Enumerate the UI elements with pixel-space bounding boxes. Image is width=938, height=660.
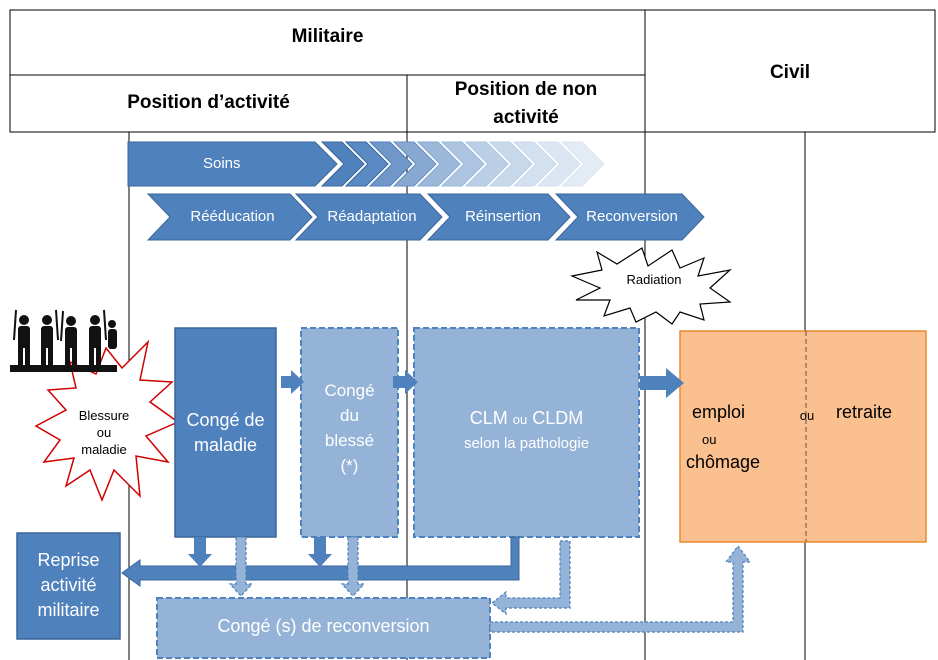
soldiers-silhouette [10,309,117,372]
clm-line1: CLM ou CLDM [414,406,639,432]
conge-blesse-box [300,327,399,538]
reconversion-box [156,597,491,659]
reprise-line2: activité [40,575,97,595]
clm-sub-text: selon la pathologie [463,435,590,452]
blessure-label-line3: maladie [81,442,127,457]
dashed-down-arrows [228,536,366,597]
phase-reeducation: Rééducation [190,208,275,225]
reprise-box [16,532,121,640]
down-arrows [188,537,332,567]
header-position-non-activite-line2: activité [493,107,559,128]
phase-chevrons [146,193,705,241]
retraite-label: retraite [836,402,893,422]
blessure-label-line1: Blessure [78,408,130,423]
flow-arrow-to-civil [640,368,684,398]
phase-readaptation: Réadaptation [327,208,417,225]
radiation-burst [569,247,732,325]
conge-reconversion-label: Congé (s) de reconversion [217,616,430,636]
conge-blesse-line3: blessé [324,431,375,450]
blessure-label-line2: ou [96,425,112,440]
soins-chevrons [320,141,605,187]
blessure-label: Blessure ou maladie [64,407,144,458]
conge-maladie-box [174,327,277,538]
flow-arrow-2 [393,370,418,394]
phase-reconversion: Reconversion [586,208,678,225]
civil-middle-ou: ou [799,408,815,423]
emploi-ou-label: ou [702,432,717,447]
reprise-label: Reprise activité militaire [17,548,120,623]
civil-box [679,330,927,543]
conge-maladie-line1: Congé de [186,410,265,430]
conge-blesse-label: Congé du blessé (*) [301,378,398,478]
reprise-line3: militaire [37,600,100,620]
header-militaire: Militaire [291,26,364,47]
header-position-non-activite-line1: Position de non [454,79,598,100]
clm-ou-text: ou [512,412,528,427]
phase-soins: Soins [203,155,241,172]
header-civil: Civil [769,62,811,83]
conge-blesse-line4: (*) [340,456,359,475]
reprise-line1: Reprise [37,550,100,570]
clm-text: CLM [469,408,508,428]
clm-label: CLM ou CLDM selon la pathologie [414,406,639,456]
header-position-activite: Position d’activité [127,92,290,113]
dashed-reconversion-to-civil [489,545,752,633]
emploi-label: emploi [692,402,746,422]
return-to-reprise-arrow [121,536,520,587]
flow-arrow-1 [281,370,304,394]
header-table [9,9,936,133]
clm-box [413,327,640,538]
dashed-clm-to-reconversion [491,540,571,616]
header-position-non-activite: Position de non activité [407,76,645,132]
cldm-text: CLDM [532,408,584,428]
radiation-label: Radiation [626,272,682,287]
conge-maladie-line2: maladie [193,435,258,455]
conge-maladie-label: Congé de maladie [175,408,276,458]
conge-blesse-line2: du [340,406,359,425]
phase-reinsertion: Réinsertion [465,208,541,225]
conge-blesse-line1: Congé [324,381,375,400]
soins-arrow [127,141,338,187]
chomage-label: chômage [686,452,761,472]
